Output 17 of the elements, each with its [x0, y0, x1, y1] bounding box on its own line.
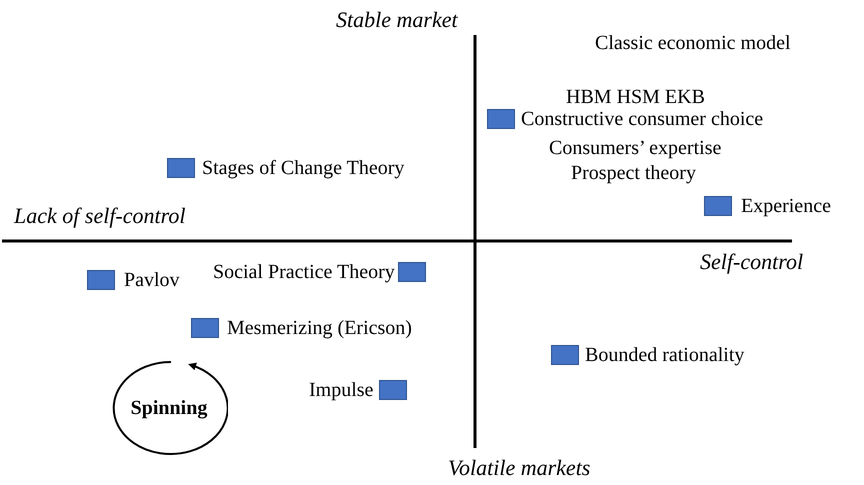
- item-label: Spinning: [130, 397, 208, 419]
- item-label: Experience: [741, 195, 831, 217]
- note-text: Prospect theory: [571, 162, 696, 184]
- item-label: Constructive consumer choice: [521, 108, 764, 130]
- axis-label: Self-control: [700, 250, 804, 274]
- axis-label: Stable market: [336, 8, 458, 32]
- item-label: Impulse: [309, 379, 374, 401]
- axis-label: Lack of self-control: [14, 204, 186, 228]
- item-label: Mesmerizing (Ericson): [227, 317, 412, 339]
- note-text: Classic economic model: [595, 32, 791, 54]
- item-label: Pavlov: [124, 269, 180, 291]
- item-label: Bounded rationality: [585, 344, 744, 366]
- note-text: HBM HSM EKB: [566, 86, 705, 108]
- item-label: Stages of Change Theory: [202, 157, 404, 179]
- axis-label: Volatile markets: [448, 456, 590, 480]
- item-label: Social Practice Theory: [213, 261, 395, 283]
- note-text: Consumers’ expertise: [549, 137, 722, 159]
